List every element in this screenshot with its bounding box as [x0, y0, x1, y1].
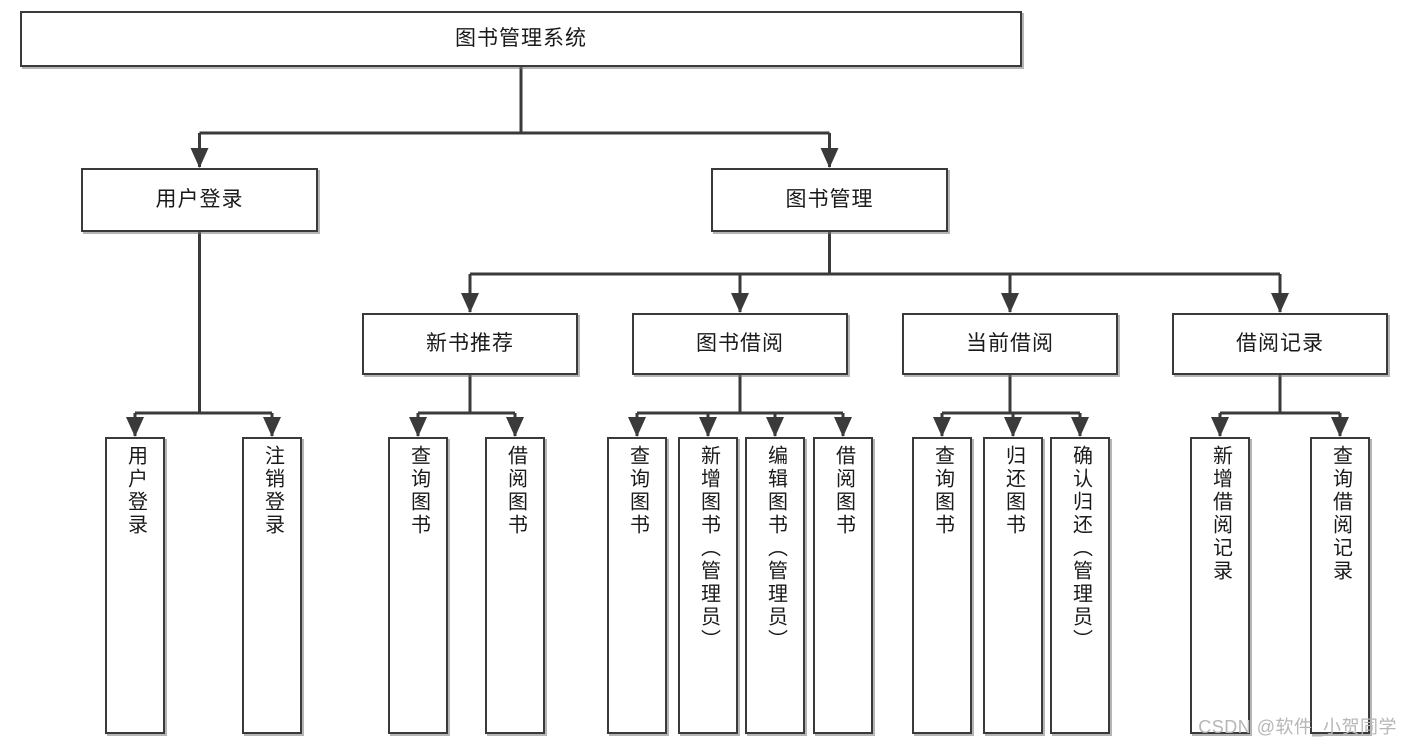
- node-label: 当前借阅: [966, 332, 1054, 356]
- node-label: 用户登录: [155, 188, 244, 212]
- node-label: 新增借阅记录: [1209, 445, 1232, 583]
- node-n-query: 查询图书: [388, 437, 448, 734]
- arrow-head-icon: [126, 417, 144, 437]
- node-b-lend: 借阅图书: [813, 437, 873, 734]
- node-label: 查询图书: [407, 445, 430, 537]
- node-r-query: 查询借阅记录: [1310, 437, 1370, 734]
- node-root: 图书管理系统: [20, 11, 1022, 67]
- node-label: 借阅记录: [1236, 332, 1324, 356]
- node-label: 借阅图书: [832, 445, 855, 537]
- node-current: 当前借阅: [902, 313, 1118, 375]
- node-login: 用户登录: [81, 168, 318, 232]
- node-newbook: 新书推荐: [362, 313, 578, 375]
- arrow-head-icon: [409, 417, 427, 437]
- node-l-login: 用户登录: [105, 437, 165, 734]
- node-label: 查询借阅记录: [1329, 445, 1352, 583]
- arrow-head-icon: [1331, 417, 1349, 437]
- node-label: 图书管理: [785, 188, 874, 212]
- arrow-head-icon: [834, 417, 852, 437]
- node-b-add: 新增图书（管理员）: [678, 437, 738, 734]
- node-n-borrow: 借阅图书: [485, 437, 545, 734]
- node-label: 新增图书（管理员）: [697, 445, 720, 652]
- node-label: 归还图书: [1002, 445, 1025, 537]
- node-label: 编辑图书（管理员）: [764, 445, 787, 652]
- arrow-head-icon: [699, 417, 717, 437]
- node-borrow: 图书借阅: [632, 313, 848, 375]
- node-c-return: 归还图书: [983, 437, 1043, 734]
- arrow-head-icon: [731, 293, 749, 313]
- arrow-head-icon: [506, 417, 524, 437]
- node-c-confirm: 确认归还（管理员）: [1050, 437, 1110, 734]
- node-label: 图书借阅: [696, 332, 784, 356]
- node-label: 图书管理系统: [455, 27, 587, 51]
- node-c-query: 查询图书: [912, 437, 972, 734]
- arrow-head-icon: [1001, 293, 1019, 313]
- arrow-head-icon: [461, 293, 479, 313]
- arrow-head-icon: [1211, 417, 1229, 437]
- node-l-logout: 注销登录: [242, 437, 302, 734]
- node-b-edit: 编辑图书（管理员）: [745, 437, 805, 734]
- node-label: 用户登录: [124, 445, 147, 537]
- arrow-head-icon: [1271, 293, 1289, 313]
- node-records: 借阅记录: [1172, 313, 1388, 375]
- arrow-head-icon: [1071, 417, 1089, 437]
- arrow-head-icon: [1004, 417, 1022, 437]
- node-label: 查询图书: [626, 445, 649, 537]
- arrow-head-icon: [933, 417, 951, 437]
- arrow-head-icon: [263, 417, 281, 437]
- node-r-add: 新增借阅记录: [1190, 437, 1250, 734]
- arrow-head-icon: [190, 148, 209, 168]
- node-bookmgr: 图书管理: [711, 168, 948, 232]
- node-label: 查询图书: [931, 445, 954, 537]
- node-label: 注销登录: [261, 445, 284, 537]
- arrow-head-icon: [820, 148, 839, 168]
- node-label: 确认归还（管理员）: [1069, 445, 1092, 652]
- node-label: 借阅图书: [504, 445, 527, 537]
- arrow-head-icon: [628, 417, 646, 437]
- node-label: 新书推荐: [426, 332, 514, 356]
- node-b-query: 查询图书: [607, 437, 667, 734]
- arrow-head-icon: [766, 417, 784, 437]
